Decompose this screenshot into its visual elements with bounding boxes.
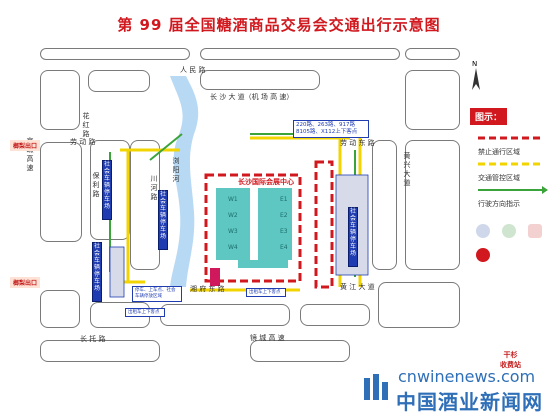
block xyxy=(40,340,160,362)
hall-w3: W3 xyxy=(228,228,238,235)
block xyxy=(300,304,370,326)
block xyxy=(372,140,397,270)
block xyxy=(405,70,460,130)
compass-label: N xyxy=(472,60,478,68)
watermark-logo-icon xyxy=(362,372,390,404)
block xyxy=(90,302,150,328)
compass-icon: N xyxy=(468,60,484,92)
parking-sign-3: 社会车辆停车场 xyxy=(158,190,168,250)
parking-sign-1: 社会车辆停车场 xyxy=(102,160,112,220)
road-laodong-w: 劳 动 路 xyxy=(70,138,96,146)
legend-title: 图示： xyxy=(470,108,508,125)
expo-logo-icon xyxy=(476,224,490,238)
ganshan-toll-label: 干杉 收费站 xyxy=(500,351,521,369)
legend-symbols xyxy=(478,136,548,194)
block xyxy=(40,70,80,130)
hall-e2: E2 xyxy=(280,212,288,219)
legend-forbidden: 禁止通行区域 xyxy=(478,148,520,156)
road-overlays xyxy=(109,133,369,298)
road-chuanghe: 川 河 路 xyxy=(150,175,158,201)
changtuo-exit-label: 榔梨出口 xyxy=(10,277,41,288)
block xyxy=(40,142,82,242)
taxi-note-right: 出租车上下客点 xyxy=(246,288,286,297)
hall-w1: W1 xyxy=(228,196,238,203)
hall-e3: E3 xyxy=(280,228,288,235)
road-renmin: 人 民 路 xyxy=(180,66,206,74)
block xyxy=(378,282,460,328)
legend-icons xyxy=(476,222,546,266)
subway-icon xyxy=(502,224,516,238)
river-label: 浏 阳 河 xyxy=(172,157,180,183)
road-huahong: 花 红 路 xyxy=(82,112,90,138)
block xyxy=(200,48,400,60)
block xyxy=(405,48,460,60)
river-shape xyxy=(170,76,199,287)
page-title: 第 99 届全国糖酒商品交易会交通出行示意图 xyxy=(117,16,441,34)
block xyxy=(40,48,190,60)
road-huanxing: 黄 兴 大 道 xyxy=(403,152,411,187)
taxi-note-left: 出租车上下客点 xyxy=(125,308,165,317)
road-laodong-e: 劳 动 东 路 xyxy=(340,139,375,147)
hall-e4: E4 xyxy=(280,244,288,251)
road-xiangjiang: 湘 府 东 路 xyxy=(190,285,225,293)
bus-icon xyxy=(528,224,542,238)
block xyxy=(405,140,460,270)
bus-stop-note: 220路、263路、917路 8105路、X112上下客点 xyxy=(293,120,369,138)
block xyxy=(40,290,80,328)
legend-direction: 行驶方向指示 xyxy=(478,200,520,208)
legend-controlled: 交通管控区域 xyxy=(478,174,520,182)
block xyxy=(250,340,350,362)
parking-sign-4: 社会车辆停车场 xyxy=(348,207,358,267)
parking-sign-2: 社会车辆停车场 xyxy=(92,242,102,302)
block xyxy=(200,70,320,90)
legend: 图示： 禁止通行区域 交通管控区域 行驶方向指示 xyxy=(470,108,554,356)
hall-e1: E1 xyxy=(280,196,288,203)
hall-w4: W4 xyxy=(228,244,238,251)
expo-name: 长沙国际会展中心 xyxy=(238,178,294,186)
hall-w2: W2 xyxy=(228,212,238,219)
block xyxy=(88,70,150,92)
watermark-cn: 中国酒业新闻网 xyxy=(396,390,543,414)
road-baihuazhou: 保 利 路 xyxy=(92,172,100,198)
map-area: 人 民 路 长 沙 大 道（机 场 高 速） 劳 动 路 劳 动 东 路 湘 府… xyxy=(10,42,466,368)
road-huangjiang: 黄 江 大 道 xyxy=(340,283,375,291)
road-jingcheng: 镜 城 高 速 xyxy=(250,334,285,342)
road-changtuo: 长 托 路 xyxy=(80,335,106,343)
watermark-en: cnwinenews.com xyxy=(398,367,536,386)
road-changsha-dadao: 长 沙 大 道（机 场 高 速） xyxy=(210,93,294,101)
jingzhu-exit-label: 榔梨出口 xyxy=(10,140,41,151)
no-entry-icon xyxy=(476,248,490,262)
parking-note-left: 停车、上车点、社会 车辆停放区域 xyxy=(132,286,182,302)
